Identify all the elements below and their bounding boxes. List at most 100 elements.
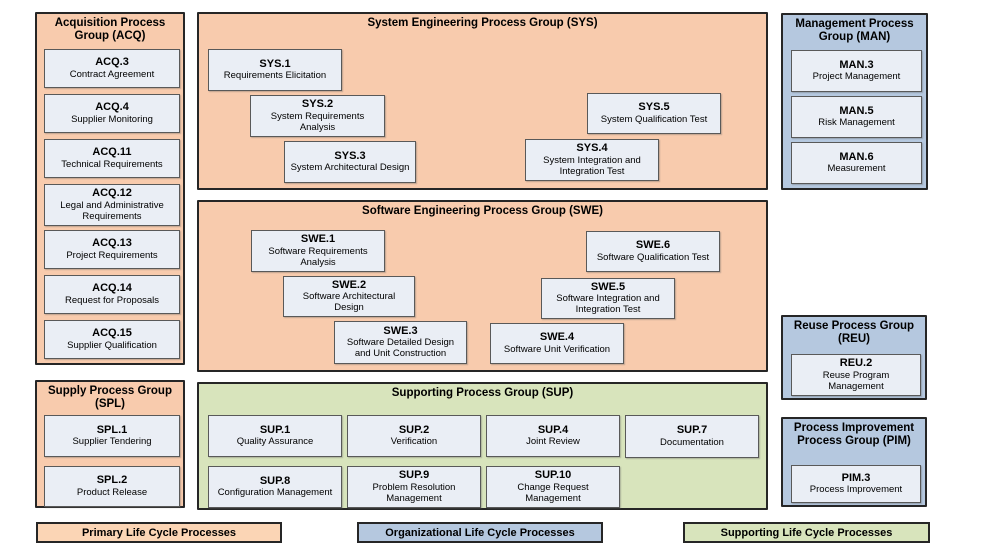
process-name: Verification	[390, 436, 438, 448]
process-name: Software Unit Verification	[503, 343, 611, 355]
group-sup: Supporting Process Group (SUP) SUP.1 Qua…	[197, 382, 768, 510]
group-spl: Supply Process Group (SPL) SPL.1 Supplie…	[35, 380, 185, 508]
process-id: MAN.6	[839, 150, 874, 163]
process-name: System Architectural Design	[290, 162, 410, 174]
process-name: Supplier Tendering	[72, 436, 152, 448]
process-name: System Requirements Analysis	[270, 110, 365, 133]
process-id: SYS.4	[576, 142, 608, 155]
group-sys-title: System Engineering Process Group (SYS)	[367, 17, 598, 29]
process-box-sup-1: SUP.1 Quality Assurance	[208, 415, 342, 457]
process-box-pim-3: PIM.3 Process Improvement	[791, 465, 921, 503]
process-id: ACQ.4	[95, 101, 129, 114]
group-sys: System Engineering Process Group (SYS) S…	[197, 12, 768, 190]
process-id: ACQ.11	[92, 146, 132, 159]
process-box-sys-3: SYS.3 System Architectural Design	[284, 141, 416, 183]
process-id: SYS.1	[259, 57, 291, 70]
process-name: Measurement	[827, 163, 886, 175]
process-id: SYS.3	[334, 149, 366, 162]
process-id: SUP.9	[398, 469, 430, 482]
process-name: Change Request Management	[517, 481, 589, 504]
process-box-sup-4: SUP.4 Joint Review	[486, 415, 620, 457]
process-name: Software Requirements Analysis	[268, 245, 368, 268]
process-box-sys-4: SYS.4 System Integration and Integration…	[525, 139, 659, 181]
process-name: Legal and Administrative Requirements	[60, 199, 164, 222]
process-id: SWE.4	[539, 331, 575, 344]
process-id: SUP.2	[398, 423, 430, 436]
process-box-man-3: MAN.3 Project Management	[791, 50, 922, 92]
process-box-swe-3: SWE.3 Software Detailed Design and Unit …	[334, 321, 467, 364]
process-box-sup-10: SUP.10 Change Request Management	[486, 466, 620, 508]
process-name: Quality Assurance	[236, 436, 314, 448]
process-id: SPL.2	[96, 474, 128, 487]
process-id: SWE.1	[300, 233, 336, 246]
process-id: MAN.5	[839, 104, 874, 117]
group-reu-title: Reuse Process Group (REU)	[793, 320, 915, 346]
process-id: SWE.5	[590, 280, 626, 293]
process-box-man-5: MAN.5 Risk Management	[791, 96, 922, 138]
process-name: Supplier Qualification	[67, 339, 157, 351]
process-name: Configuration Management	[217, 487, 333, 499]
process-box-acq-3: ACQ.3 Contract Agreement	[44, 49, 180, 88]
legend-organizational-label: Organizational Life Cycle Processes	[385, 526, 575, 539]
process-name: Software Detailed Design and Unit Constr…	[346, 337, 455, 360]
process-box-swe-2: SWE.2 Software Architectural Design	[283, 276, 415, 317]
process-id: ACQ.12	[92, 187, 132, 200]
process-box-swe-6: SWE.6 Software Qualification Test	[586, 231, 720, 272]
process-box-reu-2: REU.2 Reuse Program Management	[791, 354, 921, 396]
process-box-acq-12: ACQ.12 Legal and Administrative Requirem…	[44, 184, 180, 226]
process-id: SUP.4	[537, 423, 569, 436]
process-name: Risk Management	[818, 117, 895, 129]
process-id: ACQ.3	[95, 56, 129, 69]
process-box-sys-5: SYS.5 System Qualification Test	[587, 93, 721, 134]
process-name: System Qualification Test	[600, 113, 708, 125]
process-box-man-6: MAN.6 Measurement	[791, 142, 922, 184]
group-man-title: Management Process Group (MAN)	[795, 18, 914, 44]
process-box-acq-15: ACQ.15 Supplier Qualification	[44, 320, 180, 359]
group-acq-title: Acquisition Process Group (ACQ)	[54, 17, 166, 43]
process-id: SUP.7	[676, 424, 708, 437]
process-box-acq-13: ACQ.13 Project Requirements	[44, 230, 180, 269]
process-box-spl-1: SPL.1 Supplier Tendering	[44, 415, 180, 457]
process-box-acq-11: ACQ.11 Technical Requirements	[44, 139, 180, 178]
group-sup-title: Supporting Process Group (SUP)	[391, 387, 574, 399]
group-swe-title: Software Engineering Process Group (SWE)	[362, 205, 603, 217]
process-name: Contract Agreement	[69, 68, 155, 80]
process-id: SWE.2	[331, 278, 367, 291]
process-name: Process Improvement	[809, 484, 903, 496]
process-box-sys-1: SYS.1 Requirements Elicitation	[208, 49, 342, 91]
process-name: Supplier Monitoring	[71, 113, 153, 125]
process-name: Request for Proposals	[65, 294, 159, 306]
process-name: Reuse Program Management	[822, 369, 890, 392]
process-box-acq-4: ACQ.4 Supplier Monitoring	[44, 94, 180, 133]
process-id: SYS.5	[638, 101, 670, 114]
legend-primary: Primary Life Cycle Processes	[36, 522, 282, 543]
process-box-sys-2: SYS.2 System Requirements Analysis	[250, 95, 385, 137]
process-name: Software Qualification Test	[596, 251, 710, 263]
process-name: Problem Resolution Management	[372, 481, 456, 504]
process-box-sup-2: SUP.2 Verification	[347, 415, 481, 457]
process-box-swe-5: SWE.5 Software Integration and Integrati…	[541, 278, 675, 319]
legend-organizational: Organizational Life Cycle Processes	[357, 522, 603, 543]
legend-primary-label: Primary Life Cycle Processes	[81, 526, 237, 539]
process-box-acq-14: ACQ.14 Request for Proposals	[44, 275, 180, 314]
process-id: SUP.10	[534, 469, 572, 482]
group-man: Management Process Group (MAN) MAN.3 Pro…	[781, 13, 928, 190]
process-box-swe-4: SWE.4 Software Unit Verification	[490, 323, 624, 364]
process-name: Project Management	[812, 71, 901, 83]
group-spl-title: Supply Process Group (SPL)	[48, 385, 172, 411]
process-box-sup-7: SUP.7 Documentation	[625, 415, 759, 458]
process-name: Joint Review	[526, 436, 580, 448]
process-name: Technical Requirements	[61, 158, 163, 170]
legend-supporting-label: Supporting Life Cycle Processes	[720, 526, 893, 539]
process-id: ACQ.13	[92, 237, 132, 250]
process-box-spl-2: SPL.2 Product Release	[44, 466, 180, 507]
process-id: MAN.3	[839, 58, 874, 71]
legend-supporting: Supporting Life Cycle Processes	[683, 522, 930, 543]
process-name: Software Integration and Integration Tes…	[556, 293, 660, 316]
process-box-sup-8: SUP.8 Configuration Management	[208, 466, 342, 508]
group-pim-title: Process Improvement Process Group (PIM)	[793, 422, 915, 448]
process-id: SUP.1	[259, 423, 291, 436]
process-id: SYS.2	[301, 98, 334, 111]
process-name: System Integration and Integration Test	[543, 154, 641, 177]
